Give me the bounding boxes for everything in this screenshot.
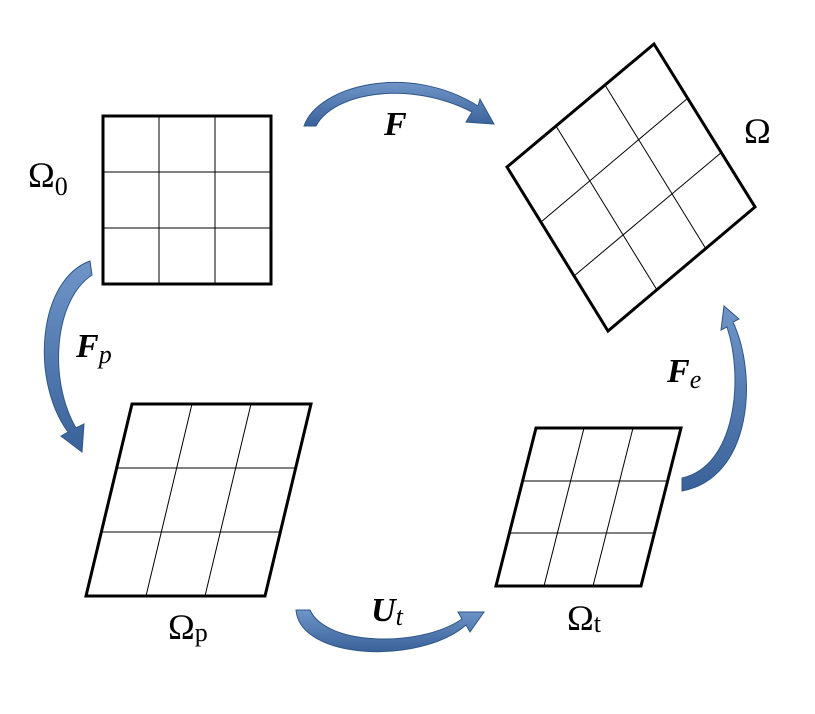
- label-omega0: Ω0: [28, 155, 68, 201]
- arrow-ut: [295, 609, 485, 653]
- arrow-fp: [43, 260, 93, 453]
- label-omega: Ω: [744, 111, 771, 151]
- grid-thermal-omegat: [494, 426, 683, 588]
- grid-plastic-omegap: [84, 402, 313, 598]
- label-f: F: [383, 106, 407, 143]
- label-omegap: Ωp: [168, 607, 208, 647]
- arrow-f: [303, 82, 495, 127]
- label-fe: Fe: [666, 353, 701, 394]
- arrow-fe: [681, 305, 747, 492]
- grid-current-omega: [505, 41, 757, 334]
- label-omegat: Ωt: [567, 598, 602, 638]
- grid-reference-omega0: [101, 114, 273, 286]
- label-ut: Ut: [371, 592, 404, 631]
- label-fp: Fp: [75, 328, 112, 369]
